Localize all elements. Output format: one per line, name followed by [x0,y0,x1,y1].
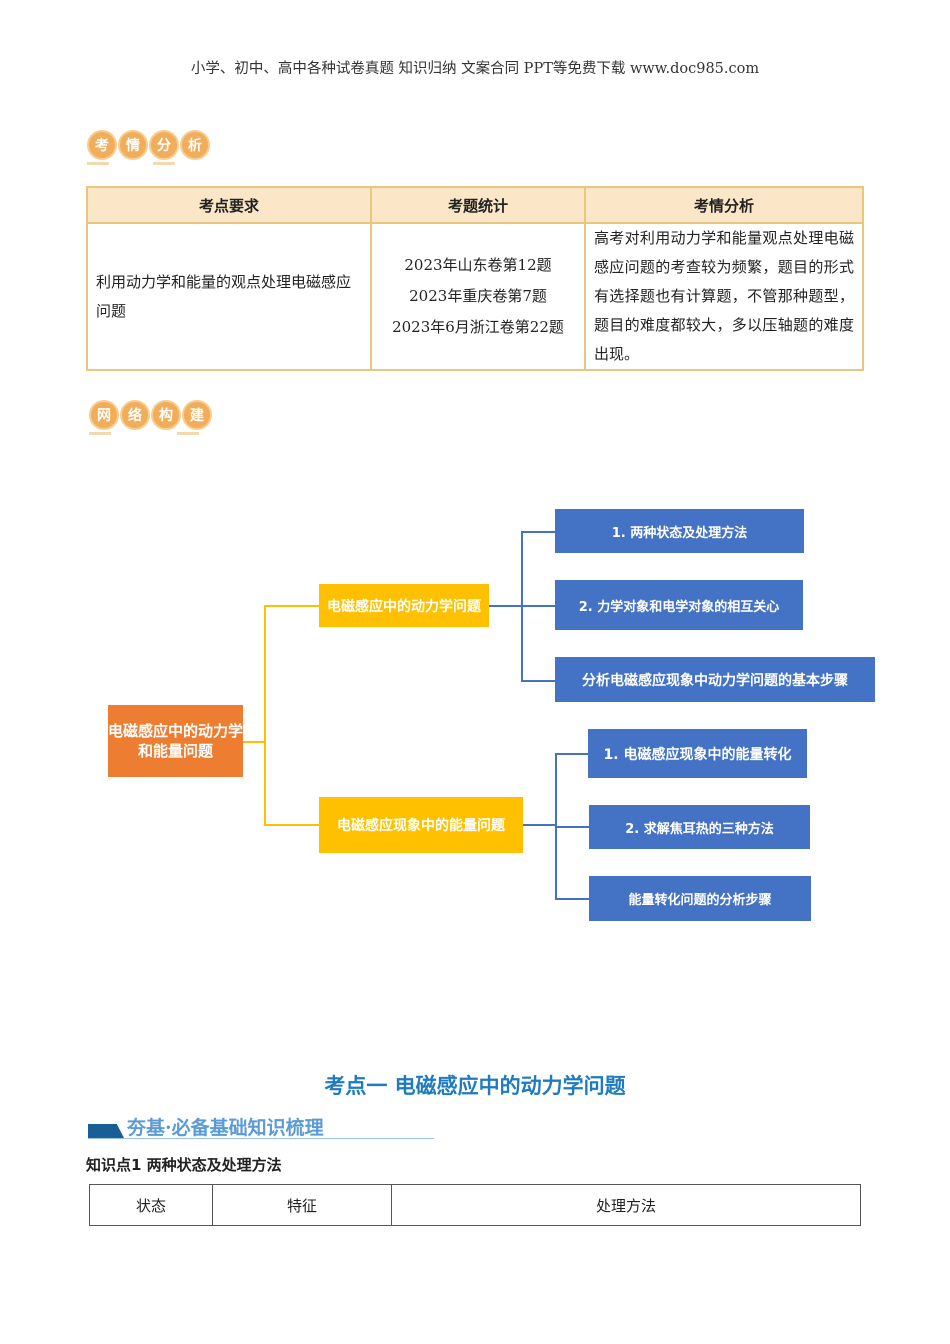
badge-char: 络 [120,400,150,430]
connector [264,824,320,826]
connector [521,605,555,607]
connector [489,605,522,607]
connector [264,605,320,607]
badge-char: 网 [89,400,119,430]
mindmap-leaf: 2. 求解焦耳热的三种方法 [589,805,810,849]
section-title: 考点一 电磁感应中的动力学问题 [324,1074,626,1098]
mindmap-leaf: 1. 电磁感应现象中的能量转化 [588,729,807,778]
stat-item: 2023年6月浙江卷第22题 [392,318,564,336]
mindmap-leaf: 分析电磁感应现象中动力学问题的基本步骤 [555,657,875,702]
connector [264,605,266,825]
col-header: 考点要求 [86,186,372,224]
col-header: 状态 [89,1184,213,1226]
badge-char: 分 [149,130,179,160]
badge-char: 情 [118,130,148,160]
col-header: 考情分析 [584,186,864,224]
mindmap-root: 电磁感应中的动力学和能量问题 [108,705,243,777]
section-badge-analysis: 考情分析 [87,130,210,165]
connector [523,824,556,826]
connector [555,753,589,755]
divider [88,1138,434,1139]
analysis-table: 考点要求 考题统计 考情分析 利用动力学和能量的观点处理电磁感应问题 2023年… [86,186,864,371]
subsection-title: 夯基·必备基础知识梳理 [127,1117,324,1139]
badge-char: 考 [87,130,117,160]
mindmap-leaf: 能量转化问题的分析步骤 [589,876,811,921]
col-header: 特征 [212,1184,392,1226]
section-badge-network: 网络构建 [89,400,212,435]
badge-char: 构 [151,400,181,430]
mindmap-branch-dynamics: 电磁感应中的动力学问题 [319,584,489,627]
knowledge-point-title: 知识点1 两种状态及处理方法 [86,1156,282,1174]
stat-item: 2023年山东卷第12题 [404,256,552,274]
col-header: 处理方法 [391,1184,861,1226]
connector [243,741,265,743]
mindmap-leaf: 1. 两种状态及处理方法 [555,509,804,553]
mindmap-leaf: 2. 力学对象和电学对象的相互关心 [555,580,803,630]
requirement-cell: 利用动力学和能量的观点处理电磁感应问题 [86,222,372,371]
stat-item: 2023年重庆卷第7题 [409,287,547,305]
connector [555,826,589,828]
states-table: 状态 特征 处理方法 [89,1184,861,1226]
connector [555,898,589,900]
stats-cell: 2023年山东卷第12题 2023年重庆卷第7题 2023年6月浙江卷第22题 [370,222,586,371]
subsection-marker [88,1124,124,1138]
connector [521,680,555,682]
mindmap-branch-energy: 电磁感应现象中的能量问题 [319,797,523,853]
connector [521,531,555,533]
col-header: 考题统计 [370,186,586,224]
badge-char: 析 [180,130,210,160]
badge-char: 建 [182,400,212,430]
site-header: 小学、初中、高中各种试卷真题 知识归纳 文案合同 PPT等免费下载 www.do… [190,61,760,77]
analysis-cell: 高考对利用动力学和能量观点处理电磁感应问题的考查较为频繁，题目的形式有选择题也有… [584,222,864,371]
